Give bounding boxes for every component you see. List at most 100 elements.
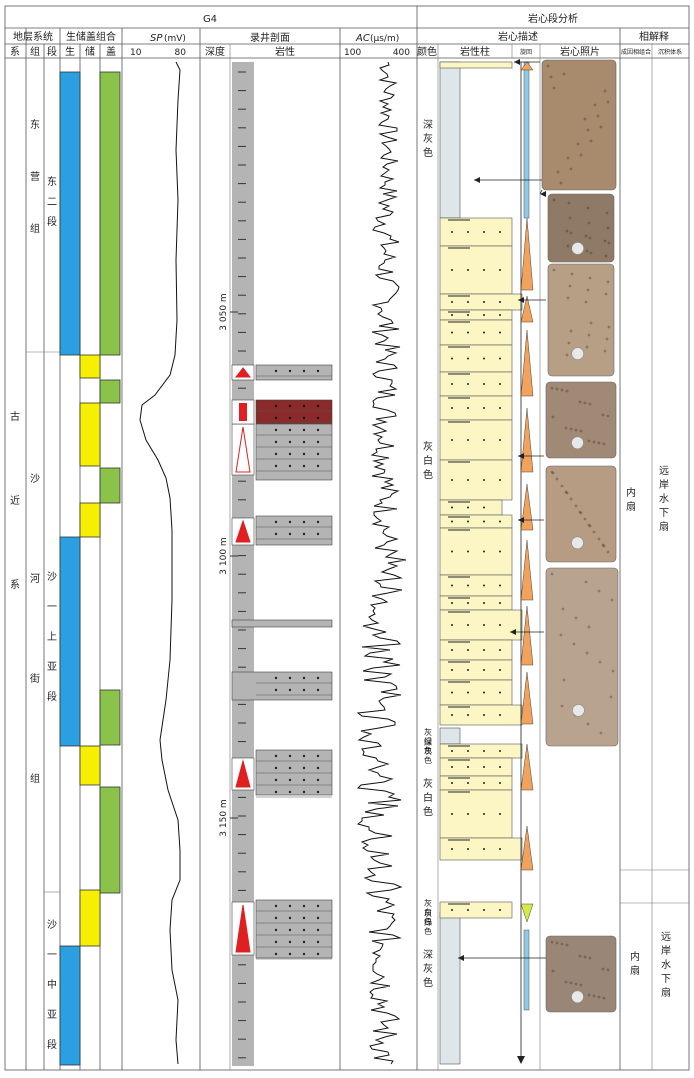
sand-dot [316,440,320,444]
photo-grain [546,64,550,68]
sand-dot [288,464,292,468]
photo-grain [584,300,588,304]
sand-dot [302,916,306,920]
sand-dot [302,416,306,420]
photo-grain [606,550,610,554]
mudstone-bar [439,61,461,219]
photo-grain [565,491,569,495]
sandstone-layer [439,245,513,295]
sand-dot [483,407,485,409]
pointer-arrow-head [510,629,516,635]
depth-marker-label: 3 100 m [219,537,229,574]
core-color-label: 灰 [424,898,432,908]
sand-dot [274,778,278,782]
core-color-label: 灰 [423,440,433,453]
sand-dot [483,520,485,523]
strat-segment-text: 上 [47,631,57,643]
facies-subfacies-text: 扇 [626,500,636,513]
sand-dot [451,750,453,752]
facies-subfacies-text: 内 [630,950,640,963]
photo-grain [565,353,569,357]
sand-dot [499,231,501,233]
sand-dot [274,754,278,758]
photo-grain [586,288,590,292]
sand-dot [499,813,501,815]
photo-grain [560,484,564,488]
photo-grain [607,241,611,245]
sandstone-layer [439,61,513,69]
photo-grain [564,980,568,984]
sand-dot [499,766,501,768]
sand-dot [316,766,320,770]
lithology-band [255,364,333,381]
core-photo [547,193,615,263]
cycle-triangle [520,605,534,666]
scale-coin [571,242,585,255]
sand-dot [483,331,485,334]
sandstone-layer [439,679,513,706]
core-color-label: 灰 [423,777,433,790]
photo-grain [551,969,555,973]
hdr-sp-min: 10 [130,48,142,58]
sand-dot [467,669,469,671]
photo-grain [567,201,571,205]
photo-grain [576,142,580,146]
sand-dot [451,909,453,911]
strat-system-text: 近 [10,494,20,507]
photo-grain [578,400,582,404]
sand-dot [467,649,469,651]
sand-dot [288,904,292,908]
sand-dot [274,676,278,680]
strat-segment-text: 沙 [47,919,57,931]
sand-dot [451,584,453,587]
source-reservoir-cap-layer [59,71,121,1066]
photo-grain [588,236,592,240]
facies-system-text: 岸 [661,945,671,957]
hdr-sp-max: 80 [175,48,187,58]
sandstone-layer [439,371,513,397]
hdr-seg: 段 [47,45,57,58]
strat-segment-text: 一 [47,950,57,961]
photo-grain [605,211,609,215]
cap-block [99,689,121,746]
photo-grain [551,415,555,419]
photo-grain [606,280,610,284]
strat-group-text: 街 [30,672,40,685]
facies-system-text: 水 [659,493,669,505]
sand-dot [483,766,485,768]
lithology-band [255,423,333,481]
sand-dot [288,428,292,432]
sand-dot [451,782,453,784]
sand-dot [451,407,453,409]
sand-dot [467,231,469,233]
photo-grain [592,530,596,534]
photo-grain [602,996,606,1000]
sand-dot [467,584,469,587]
photo-grain [555,477,559,481]
sand-dot [467,314,469,316]
sand-dot [274,904,278,908]
cycle-triangle [520,539,534,601]
photo-grain [578,954,582,958]
hdr-strat-system: 地层系统 [13,30,53,43]
photo-grain [587,625,591,629]
photo-grain [574,504,578,508]
sand-dot [483,301,485,303]
sand-dot [467,550,469,553]
lithology-band [255,749,333,796]
sand-dot [451,766,453,768]
strat-group-text: 营 [30,170,40,183]
photo-grain [603,89,607,93]
photo-grain [604,292,608,296]
oil-cycle-marker [239,403,247,421]
sand-dot [316,928,320,932]
photo-grain [583,517,587,521]
sand-dot [467,813,469,815]
hdr-cycle: 旋回 [520,48,532,56]
photo-grain [606,100,610,104]
sandstone-layer [439,837,523,861]
sand-dot [288,369,292,373]
sand-dot [499,669,501,671]
sand-dot [316,778,320,782]
sand-dot [274,404,278,408]
